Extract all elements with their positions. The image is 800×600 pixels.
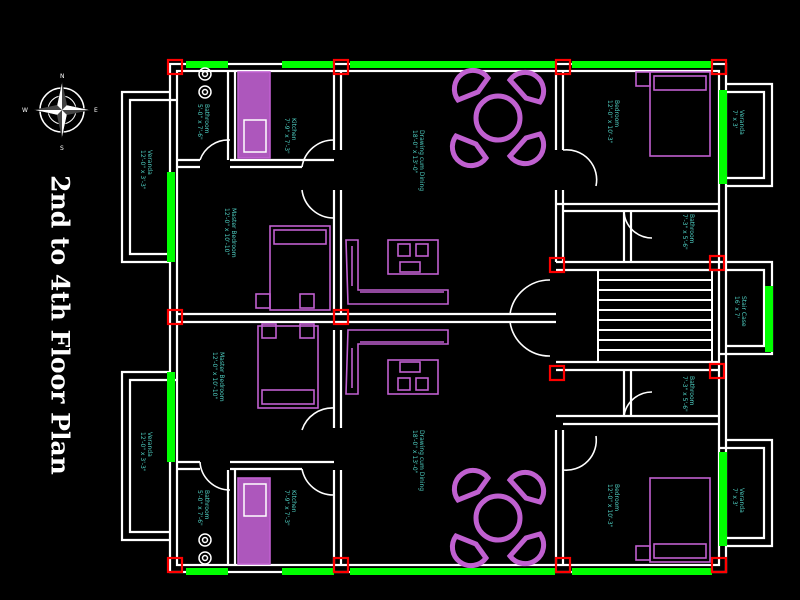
dining-table-bottom: [449, 467, 547, 569]
central-wall: [177, 312, 556, 324]
label-veranda-top-left: Veranda: [146, 150, 153, 175]
kitchen-counter-bottom: [237, 477, 271, 565]
plan-title: 2nd to 4th Floor Plan: [45, 175, 75, 475]
svg-text:Drawing cum Dining18'-0" x 13': Drawing cum Dining18'-0" x 13'-0": [411, 430, 425, 491]
svg-text:Master Bedroom12'-0" x 10'-10": Master Bedroom12'-0" x 10'-10": [211, 352, 225, 402]
label-bath-top-left: Bathroom: [203, 104, 210, 134]
svg-text:Kitchen7'-9" x 7'-3": Kitchen7'-9" x 7'-3": [283, 490, 297, 526]
label-veranda-top-right: Veranda: [738, 110, 745, 135]
kitchen-counter-top: [237, 71, 271, 159]
door-swings: [199, 139, 653, 496]
label-kitchen-top: Kitchen: [290, 118, 297, 141]
svg-text:Stair Case16' x 7': Stair Case16' x 7': [733, 296, 747, 327]
veranda-wall-top-left: [120, 90, 177, 264]
svg-text:Veranda12'-0" x 3'-3": Veranda12'-0" x 3'-3": [139, 150, 153, 190]
svg-text:Bathroom5'-0" x 7'-6": Bathroom5'-0" x 7'-6": [196, 104, 210, 140]
label-bedroom-top-right: Bedroom: [613, 100, 620, 127]
svg-text:Veranda7' x 3': Veranda7' x 3': [731, 110, 745, 135]
walls: [120, 62, 774, 574]
label-drawing-top: Drawing cum Dining: [418, 130, 425, 191]
room-labels: Kitchen7'-9" x 7'-3" Bathroom5'-0" x 7'-…: [139, 100, 747, 528]
label-drawing-bottom: Drawing cum Dining: [418, 430, 425, 491]
svg-text:Bedroom12'-0" x 10'-3": Bedroom12'-0" x 10'-3": [606, 100, 620, 144]
svg-text:Bathroom7'-3" x 5'-6": Bathroom7'-3" x 5'-6": [681, 376, 695, 412]
compass-s: S: [60, 145, 64, 152]
svg-text:Master Bedroom12'-0" x 10'-10": Master Bedroom12'-0" x 10'-10": [223, 208, 237, 258]
svg-text:Bedroom12'-0" x 10'-3": Bedroom12'-0" x 10'-3": [606, 484, 620, 528]
windows: [167, 61, 773, 575]
sofa-top: [345, 239, 449, 305]
svg-text:Bathroom7'-3" x 5'-6": Bathroom7'-3" x 5'-6": [681, 214, 695, 250]
svg-text:Drawing cum Dining18'-0" x 13': Drawing cum Dining18'-0" x 13'-0": [411, 130, 425, 191]
compass-e: E: [94, 107, 98, 114]
compass-n: N: [60, 73, 65, 80]
veranda-wall-bottom-right: [719, 438, 774, 548]
label-stair: Stair Case: [740, 296, 747, 327]
label-kitchen-bottom: Kitchen: [290, 490, 297, 513]
veranda-wall-top-right: [719, 82, 774, 188]
svg-text:Bathroom5'-0" x 7'-6": Bathroom5'-0" x 7'-6": [196, 490, 210, 526]
stair-treads: [597, 270, 713, 362]
compass-w: W: [22, 107, 28, 114]
label-bath-top-right: Bathroom: [688, 214, 695, 244]
svg-text:Veranda7' x 3': Veranda7' x 3': [731, 488, 745, 513]
label-bath-bottom-left: Bathroom: [203, 490, 210, 520]
bed-master-top: [255, 225, 331, 311]
bed-master-bottom: [257, 323, 319, 409]
bed-right-bottom: [635, 477, 711, 563]
label-veranda-bottom-right: Veranda: [738, 488, 745, 513]
veranda-wall-bottom-left: [120, 370, 177, 542]
compass-rose-icon: N S E W: [22, 73, 98, 152]
sofa-bottom: [345, 329, 449, 395]
furniture: [198, 67, 711, 569]
svg-text:Kitchen7'-9" x 7'-3": Kitchen7'-9" x 7'-3": [283, 118, 297, 154]
dining-table-top: [449, 67, 547, 169]
columns: [166, 58, 728, 574]
svg-text:Veranda12'-0" x 3'-3": Veranda12'-0" x 3'-3": [139, 432, 153, 472]
label-veranda-bottom-left: Veranda: [146, 432, 153, 457]
label-master-bottom: Master Bedroom: [218, 352, 225, 402]
bed-right-top: [635, 71, 711, 157]
label-bedroom-bottom-right: Bedroom: [613, 484, 620, 511]
label-master-top: Master Bedroom: [230, 208, 237, 258]
label-bath-bottom-right: Bathroom: [688, 376, 695, 406]
